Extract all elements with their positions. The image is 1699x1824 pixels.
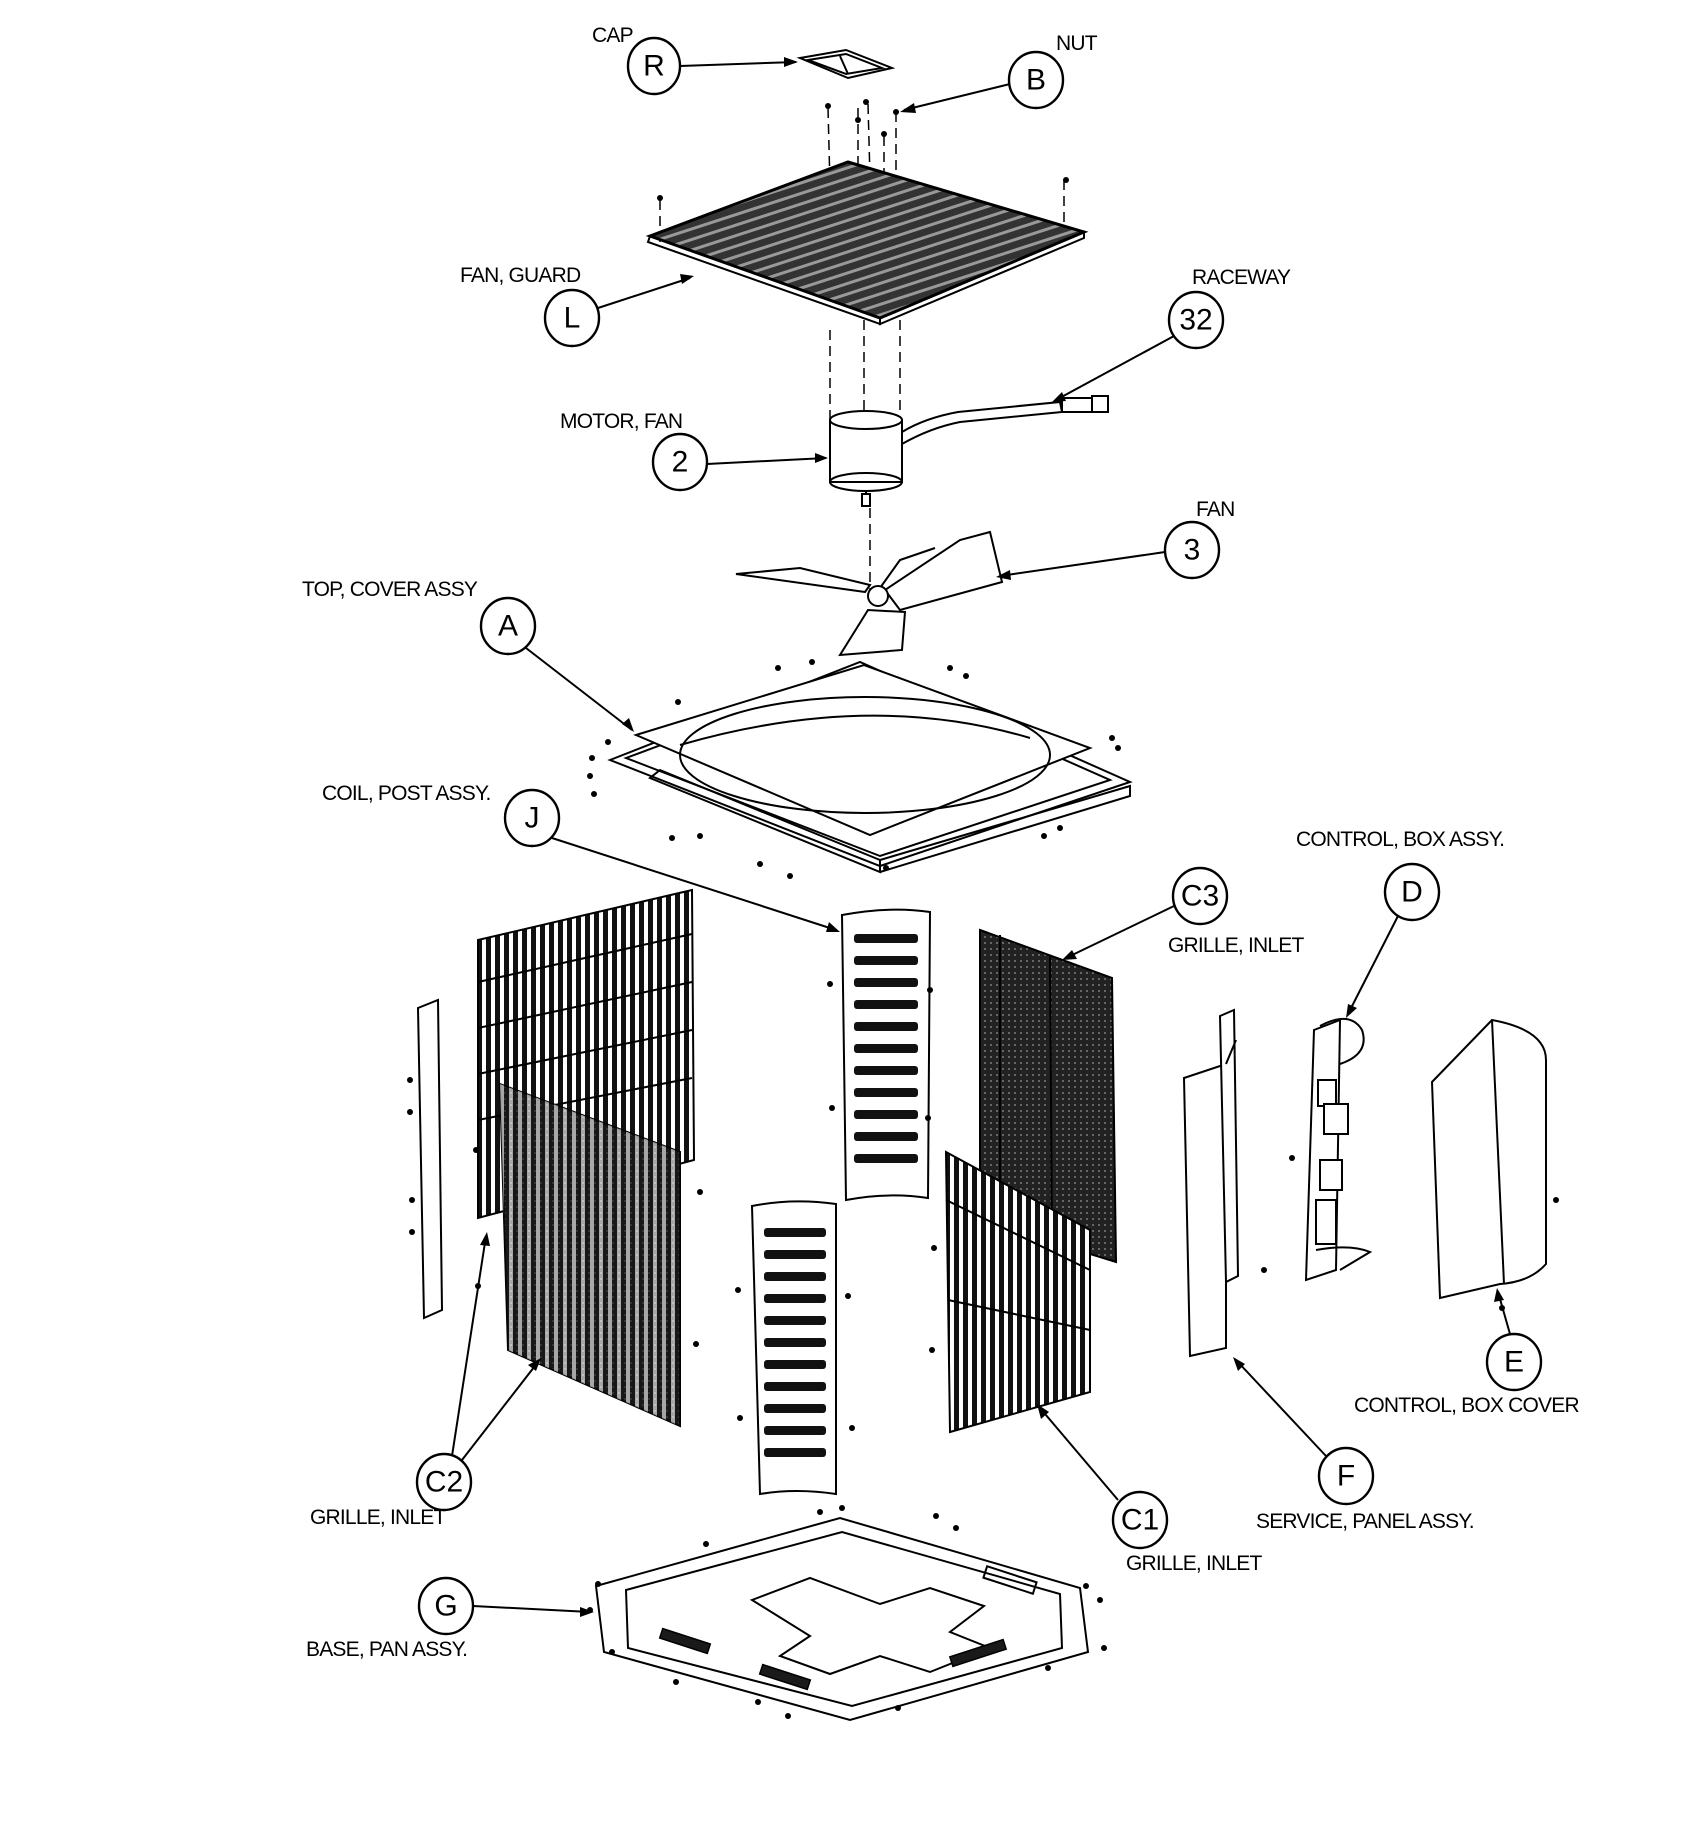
callout-service-panel-id: F bbox=[1337, 1460, 1355, 1493]
callout-inlet-grille-c3-label: GRILLE, INLET bbox=[1168, 934, 1304, 957]
top-cover-part bbox=[607, 660, 1133, 874]
callout-inlet-grille-c3: C3 GRILLE, INLET bbox=[1062, 866, 1305, 960]
callout-nut: NUT B bbox=[900, 32, 1099, 113]
callout-inlet-grille-c3-id: C3 bbox=[1181, 880, 1219, 913]
callout-top-cover-label: TOP, COVER ASSY bbox=[302, 578, 478, 601]
inlet-grille-c3-part bbox=[979, 928, 1118, 1264]
callout-fan-guard-label: FAN, GUARD bbox=[460, 264, 581, 287]
callout-coil-post-label: COIL, POST ASSY. bbox=[322, 782, 491, 805]
callout-top-cover: TOP, COVER ASSY A bbox=[302, 578, 634, 732]
callout-control-box-label: CONTROL, BOX ASSY. bbox=[1296, 828, 1504, 851]
callout-service-panel: F SERVICE, PANEL ASSY. bbox=[1233, 1357, 1475, 1533]
callout-cap: CAP R bbox=[592, 24, 798, 96]
coil-post-lower-part bbox=[735, 1200, 855, 1496]
coil-post-upper-part bbox=[827, 908, 933, 1202]
control-box-part bbox=[1304, 1018, 1373, 1282]
callout-inlet-grille-c2: C2 GRILLE, INLET bbox=[310, 1232, 541, 1529]
fan-blade-part bbox=[735, 530, 1004, 657]
callout-fan-motor: MOTOR, FAN 2 bbox=[560, 410, 828, 492]
callout-coil-post-id: J bbox=[525, 802, 540, 835]
base-pan-part bbox=[594, 1516, 1090, 1722]
inlet-grille-c2-front-part bbox=[473, 1082, 703, 1428]
top-cover-screws bbox=[587, 659, 1121, 879]
callout-cap-label: CAP bbox=[592, 24, 633, 47]
fan-guard-part bbox=[645, 160, 1089, 326]
base-pan-screws bbox=[587, 1505, 1107, 1719]
callout-inlet-grille-c1: C1 GRILLE, INLET bbox=[1037, 1404, 1263, 1575]
callout-inlet-grille-c1-id: C1 bbox=[1121, 1504, 1159, 1537]
callout-fan-label: FAN bbox=[1196, 498, 1234, 521]
callout-base-pan-id: G bbox=[434, 1590, 457, 1623]
raceway-part bbox=[901, 395, 1109, 445]
callout-raceway: RACEWAY 32 bbox=[1052, 266, 1292, 402]
callout-control-box-cover: E CONTROL, BOX COVER bbox=[1354, 1288, 1580, 1417]
callout-nut-id: B bbox=[1026, 64, 1046, 97]
callout-base-pan-label: BASE, PAN ASSY. bbox=[306, 1638, 467, 1661]
inlet-grille-c1-part bbox=[929, 1150, 1091, 1434]
callout-base-pan: G BASE, PAN ASSY. bbox=[306, 1576, 594, 1661]
callout-control-box: CONTROL, BOX ASSY. D bbox=[1296, 828, 1505, 1018]
corner-post-part bbox=[407, 998, 444, 1320]
callout-control-box-cover-label: CONTROL, BOX COVER bbox=[1354, 1394, 1579, 1417]
fan-motor-part bbox=[829, 410, 903, 507]
callout-control-box-cover-id: E bbox=[1504, 1346, 1524, 1379]
callout-fan: FAN 3 bbox=[996, 498, 1235, 580]
callout-top-cover-id: A bbox=[498, 610, 518, 643]
callout-coil-post: COIL, POST ASSY. J bbox=[322, 782, 840, 932]
service-panel-part bbox=[1182, 1008, 1295, 1358]
callout-inlet-grille-c2-id: C2 bbox=[425, 1466, 463, 1499]
callout-nut-label: NUT bbox=[1056, 32, 1098, 55]
callout-fan-motor-label: MOTOR, FAN bbox=[560, 410, 682, 433]
callout-cap-id: R bbox=[643, 50, 665, 83]
callout-fan-guard-id: L bbox=[564, 302, 581, 335]
callout-raceway-id: 32 bbox=[1179, 304, 1212, 337]
callout-service-panel-label: SERVICE, PANEL ASSY. bbox=[1256, 1510, 1474, 1533]
callout-fan-motor-id: 2 bbox=[672, 446, 689, 479]
cap-part bbox=[796, 48, 896, 80]
callout-control-box-id: D bbox=[1401, 876, 1423, 909]
callout-inlet-grille-c1-label: GRILLE, INLET bbox=[1126, 1552, 1262, 1575]
callout-inlet-grille-c2-label: GRILLE, INLET bbox=[310, 1506, 446, 1529]
callout-fan-id: 3 bbox=[1184, 534, 1201, 567]
callout-fan-guard: FAN, GUARD L bbox=[460, 264, 694, 348]
control-box-cover-part bbox=[1430, 1018, 1559, 1311]
callout-raceway-label: RACEWAY bbox=[1192, 266, 1291, 289]
